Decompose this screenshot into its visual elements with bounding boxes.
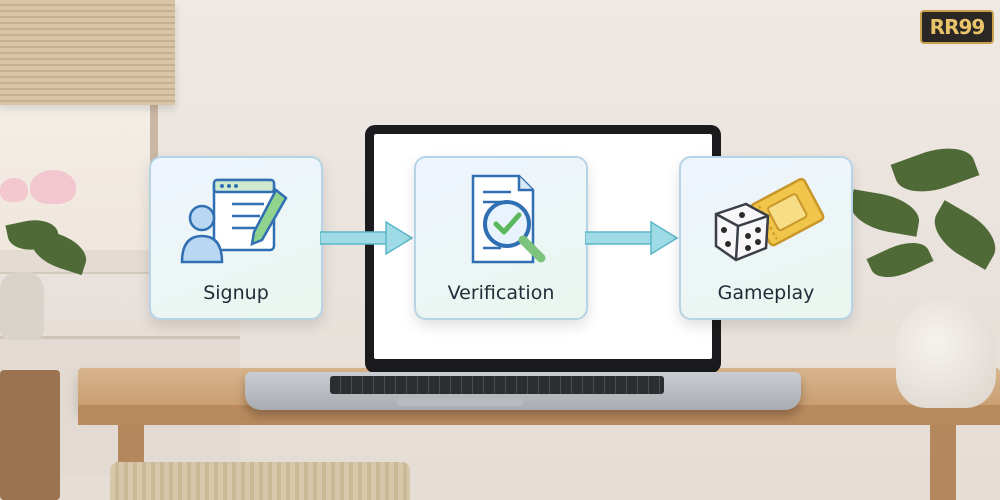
plant-pot-left [0,272,44,340]
lotus-flower [30,170,76,204]
laptop-trackpad [398,398,522,406]
lotus-flower-small [0,178,28,202]
laptop-keyboard [330,376,664,394]
leaf-right-4 [866,233,934,287]
leaf-right-3 [924,200,1000,270]
right-arrow-icon [320,220,414,256]
step-gameplay: Gameplay [679,156,853,320]
leaf-right-2 [847,189,923,237]
dice-ticket-icon [714,177,825,262]
step-verification: Verification [414,156,588,320]
step-label: Verification [447,282,555,304]
right-arrow-icon [585,220,679,256]
step-label: Gameplay [717,282,815,304]
vase-right [896,300,996,408]
woven-stool [110,462,410,500]
window-blind [0,0,175,105]
document-check-icon [471,174,546,264]
step-label: Signup [203,282,269,304]
shelf [0,320,240,336]
user-form-icon [180,178,288,264]
table-leg-right [930,425,956,500]
step-signup: Signup [149,156,323,320]
leaf-right-1 [890,137,980,203]
brand-logo: RR99 [920,10,994,44]
table-edge [78,405,1000,425]
chair [0,370,60,500]
